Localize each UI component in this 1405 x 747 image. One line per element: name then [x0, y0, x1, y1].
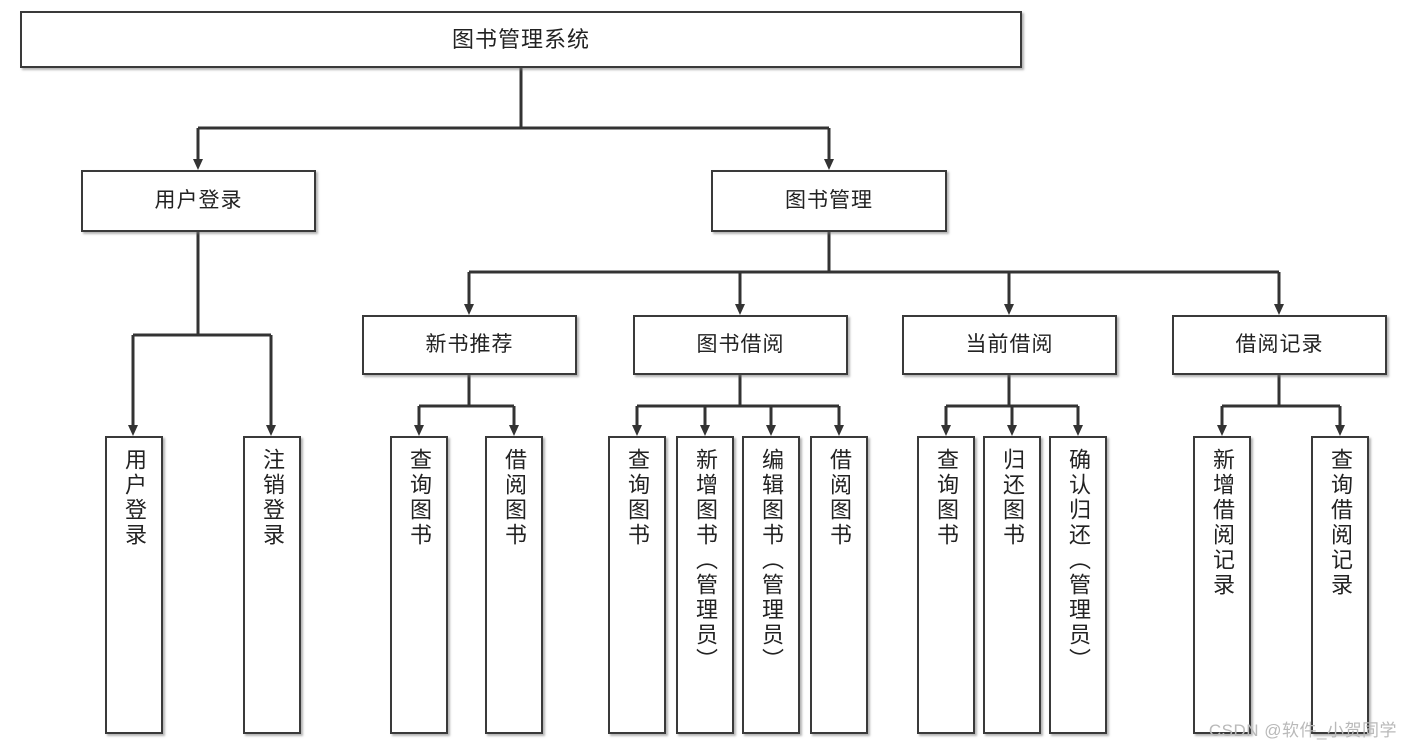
node-root[interactable]: 图书管理系统	[20, 11, 1022, 68]
node-leaf-borrow-book[interactable]: 借阅图书	[810, 436, 868, 734]
node-leaf-return-book[interactable]: 归还图书	[983, 436, 1041, 734]
node-leaf-confirm-return-admin[interactable]: 确认归还（管理员）	[1049, 436, 1107, 734]
node-leaf-user-logout[interactable]: 注销登录	[243, 436, 301, 734]
node-leaf-add-book-admin-label: 新增图书（管理员）	[693, 448, 718, 673]
node-new-book-recommend-label: 新书推荐	[425, 332, 514, 356]
node-leaf-query-book-borrow-label: 查询图书	[625, 448, 650, 548]
node-leaf-query-book-current[interactable]: 查询图书	[917, 436, 975, 734]
node-current-borrow[interactable]: 当前借阅	[902, 315, 1117, 375]
node-book-borrow-label: 图书借阅	[696, 332, 785, 356]
node-leaf-user-login[interactable]: 用户登录	[105, 436, 163, 734]
node-leaf-add-book-admin[interactable]: 新增图书（管理员）	[676, 436, 734, 734]
node-current-borrow-label: 当前借阅	[965, 332, 1054, 356]
node-book-management-label: 图书管理	[785, 188, 873, 212]
node-book-borrow[interactable]: 图书借阅	[633, 315, 848, 375]
node-leaf-edit-book-admin-label: 编辑图书（管理员）	[759, 448, 784, 673]
node-leaf-query-book-borrow[interactable]: 查询图书	[608, 436, 666, 734]
node-user-login[interactable]: 用户登录	[81, 170, 316, 232]
node-root-label: 图书管理系统	[451, 26, 590, 52]
node-leaf-user-logout-label: 注销登录	[260, 448, 285, 548]
node-leaf-add-borrow-record-label: 新增借阅记录	[1210, 448, 1235, 598]
node-borrow-record[interactable]: 借阅记录	[1172, 315, 1387, 375]
node-leaf-borrow-book-rec[interactable]: 借阅图书	[485, 436, 543, 734]
node-leaf-borrow-book-rec-label: 借阅图书	[502, 448, 527, 548]
node-leaf-edit-book-admin[interactable]: 编辑图书（管理员）	[742, 436, 800, 734]
node-leaf-query-book-rec-label: 查询图书	[407, 448, 432, 548]
node-book-management[interactable]: 图书管理	[711, 170, 947, 232]
node-leaf-query-borrow-record[interactable]: 查询借阅记录	[1311, 436, 1369, 734]
node-user-login-label: 用户登录	[154, 188, 243, 212]
node-leaf-query-borrow-record-label: 查询借阅记录	[1328, 448, 1353, 598]
node-leaf-borrow-book-label: 借阅图书	[827, 448, 852, 548]
node-leaf-user-login-label: 用户登录	[122, 448, 147, 548]
node-leaf-query-book-current-label: 查询图书	[934, 448, 959, 548]
node-leaf-confirm-return-admin-label: 确认归还（管理员）	[1066, 448, 1091, 673]
node-leaf-add-borrow-record[interactable]: 新增借阅记录	[1193, 436, 1251, 734]
node-leaf-query-book-rec[interactable]: 查询图书	[390, 436, 448, 734]
node-leaf-return-book-label: 归还图书	[1000, 448, 1025, 548]
node-borrow-record-label: 借阅记录	[1235, 332, 1324, 356]
node-new-book-recommend[interactable]: 新书推荐	[362, 315, 577, 375]
